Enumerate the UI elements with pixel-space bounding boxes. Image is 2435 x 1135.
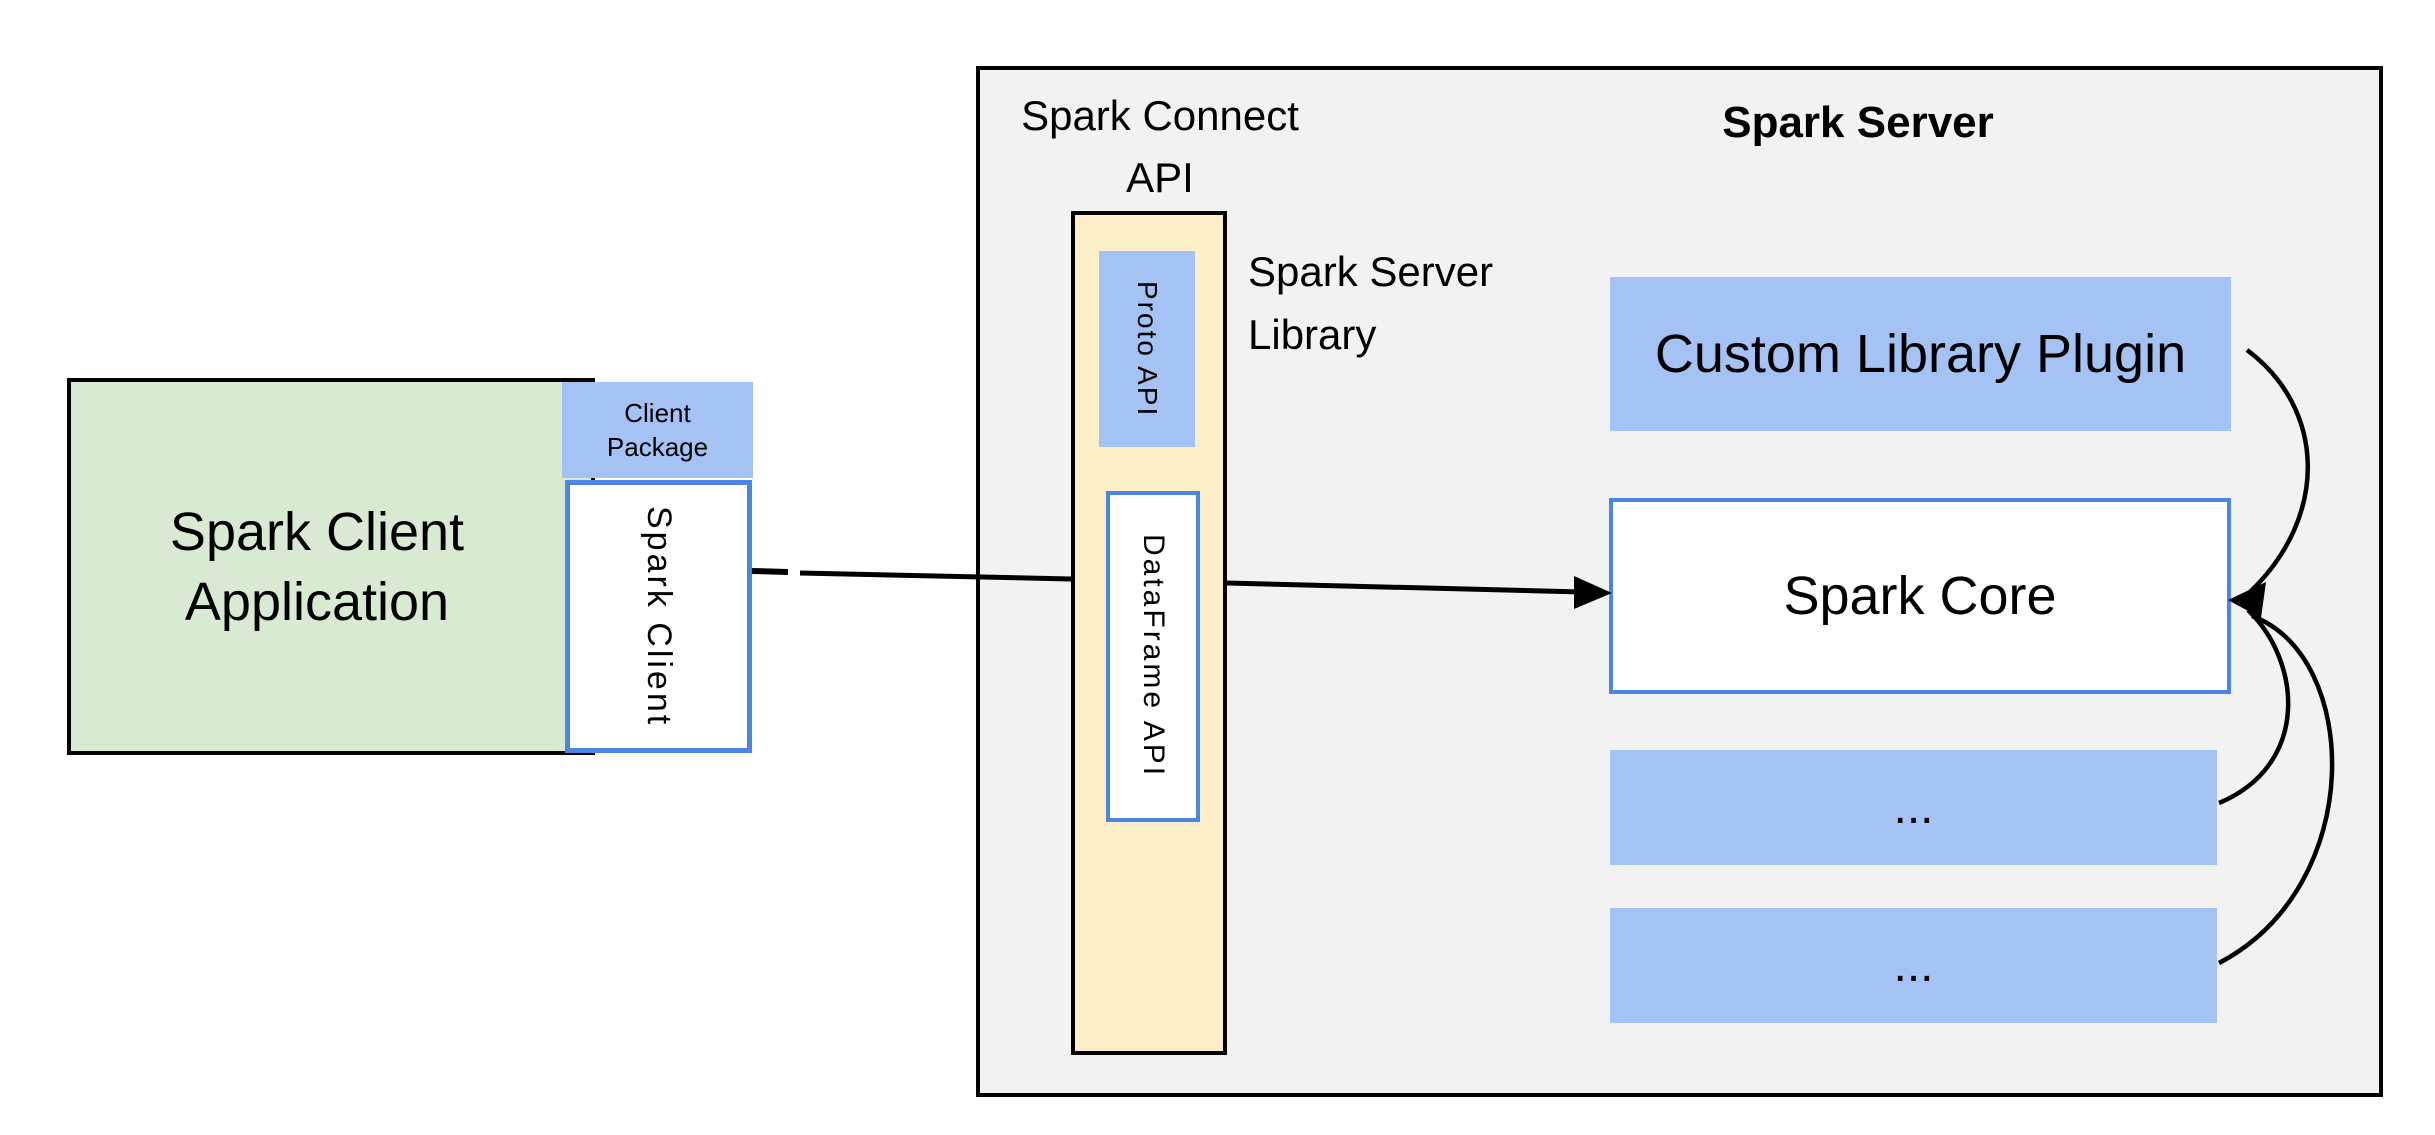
spark-core-label: Spark Core — [1783, 566, 2057, 626]
spark-client-box: Spark Client — [565, 480, 752, 753]
spark-client-application-line1: Spark Client — [169, 501, 465, 562]
client-package-line2: Package — [606, 432, 709, 462]
server-module-box-1: ... — [1610, 750, 2217, 865]
dataframe-api-label: DataFrame API — [1137, 534, 1170, 779]
spark-server-library-label-line2: Library — [1248, 311, 1377, 358]
dataframe-api-box: DataFrame API — [1106, 491, 1200, 822]
spark-server-title: Spark Server — [1722, 98, 1994, 147]
proto-api-box: Proto API — [1099, 251, 1195, 447]
spark-client-application-line2: Application — [184, 571, 450, 632]
server-module-1-label: ... — [1893, 781, 1934, 834]
client-package-box: Client Package — [562, 382, 753, 478]
spark-client-box-label: Spark Client — [640, 505, 678, 728]
spark-server-library-label-line1: Spark Server — [1248, 248, 1494, 295]
custom-library-plugin-box: Custom Library Plugin — [1610, 277, 2231, 431]
spark-core-box: Spark Core — [1609, 498, 2231, 694]
spark-connect-api-label-line2: API — [1126, 154, 1194, 201]
spark-connect-api-label-line1: Spark Connect — [1021, 92, 1299, 139]
server-module-box-2: ... — [1610, 908, 2217, 1023]
spark-client-application-box: Spark Client Application — [67, 378, 595, 755]
spark-connect-api-label: Spark Connect API — [960, 85, 1360, 209]
server-module-2-label: ... — [1893, 939, 1934, 992]
client-to-core-arrow-start-dash — [751, 568, 789, 575]
custom-library-plugin-label: Custom Library Plugin — [1654, 324, 2187, 384]
spark-server-library-label: Spark Server Library — [1248, 240, 1668, 366]
proto-api-label: Proto API — [1132, 280, 1163, 418]
client-package-line1: Client — [624, 398, 691, 428]
